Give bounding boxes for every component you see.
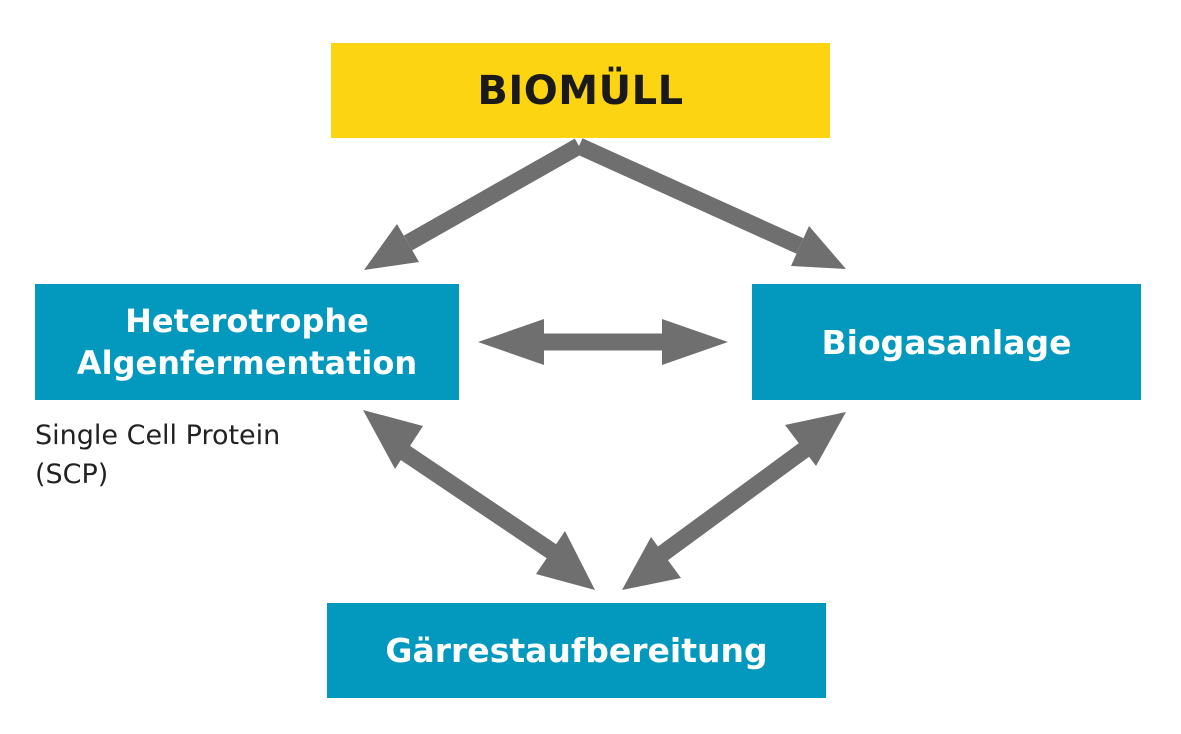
node-algen-line1: Heterotrophe [125, 302, 369, 340]
scp-annotation-line1: Single Cell Protein [35, 420, 281, 451]
node-biomuell-label: BIOMÜLL [477, 67, 684, 114]
arrow-biogas-gaerrest [622, 412, 846, 590]
arrow-biomuell-to-biogas [575, 138, 846, 269]
node-algenfermentation: Heterotrophe Algenfermentation [35, 284, 459, 400]
scp-annotation: Single Cell Protein (SCP) [35, 416, 280, 494]
node-algen-line2: Algenfermentation [76, 344, 418, 382]
node-gaerrest-label: Gärrestaufbereitung [385, 631, 768, 670]
node-biomuell: BIOMÜLL [331, 43, 830, 138]
scp-annotation-line2: (SCP) [35, 459, 109, 490]
arrow-algen-gaerrest [363, 410, 595, 590]
arrow-algen-biogas [478, 319, 728, 365]
node-biogas-label: Biogasanlage [821, 322, 1072, 362]
node-biogasanlage: Biogasanlage [752, 284, 1141, 400]
arrow-biomuell-to-algen [364, 138, 584, 270]
node-gaerrestaufbereitung: Gärrestaufbereitung [327, 603, 826, 698]
